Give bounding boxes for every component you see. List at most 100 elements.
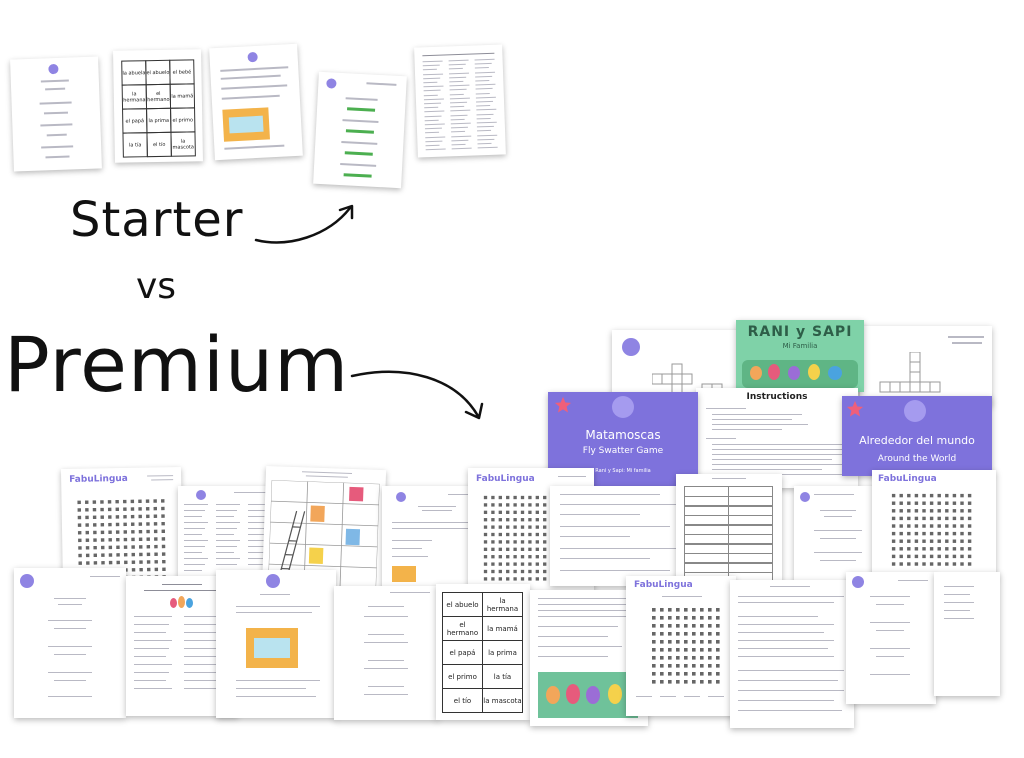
wordsearch-grid <box>891 493 972 566</box>
text-line <box>216 540 240 541</box>
text-line <box>248 564 269 565</box>
text-line <box>184 504 208 505</box>
text-line <box>216 546 237 547</box>
text-line <box>424 127 442 130</box>
text-line <box>449 72 470 74</box>
bingo-cell: la mamá <box>482 616 523 641</box>
text-line <box>475 75 493 78</box>
table-cell <box>728 505 773 516</box>
logo-icon <box>612 396 634 418</box>
text-line <box>134 688 172 689</box>
text-line <box>134 656 166 657</box>
cover-title: RANI y SAPI <box>747 324 853 340</box>
text-line <box>248 528 269 529</box>
starter-label: Starter <box>70 192 244 248</box>
crossword-grid <box>879 352 941 393</box>
text-line <box>184 664 222 665</box>
text-line <box>216 528 237 529</box>
text-line <box>134 640 172 641</box>
text-line <box>248 540 272 541</box>
logo-icon <box>196 490 206 500</box>
text-line <box>423 81 438 84</box>
logo-icon <box>904 400 926 422</box>
bingo-cell: el primo <box>170 107 196 133</box>
text-line <box>423 98 444 101</box>
text-line <box>248 504 272 505</box>
text-line <box>422 64 440 67</box>
text-line <box>425 140 443 143</box>
text-line <box>216 558 240 559</box>
bingo-cell: la mascota <box>482 688 523 713</box>
text-line <box>184 546 205 547</box>
text-line <box>424 102 442 105</box>
starter-sheet-5 <box>414 44 506 158</box>
text-line <box>184 564 205 565</box>
logo-icon <box>266 574 280 588</box>
cover-subtitle: Mi Familia <box>782 342 818 350</box>
text-line <box>248 522 272 523</box>
text-line <box>448 59 469 62</box>
text-line <box>474 58 495 61</box>
text-line <box>450 126 468 129</box>
text-line <box>423 94 438 96</box>
text-line <box>450 114 468 116</box>
text-line <box>184 640 222 641</box>
text-line <box>184 648 219 649</box>
text-line <box>475 92 490 95</box>
text-line <box>474 63 492 65</box>
starter-sheet-4 <box>313 71 407 189</box>
text-line <box>474 67 489 69</box>
text-line <box>422 69 437 71</box>
text-line <box>475 88 493 90</box>
text-line <box>474 71 496 74</box>
text-line <box>184 632 216 633</box>
text-line <box>216 534 234 535</box>
bingo-cell: la hermana <box>482 592 523 617</box>
bingo-cell: el tío <box>146 131 172 158</box>
text-line <box>184 656 216 657</box>
text-line <box>450 118 465 121</box>
text-line <box>248 558 272 559</box>
instructions-title: Instructions <box>746 392 808 402</box>
text-line <box>449 97 470 100</box>
text-line <box>184 616 222 617</box>
form-sheet <box>730 580 854 728</box>
text-line <box>216 516 234 517</box>
front-sheet-1 <box>14 568 126 718</box>
cover-subtitle: Around the World <box>877 454 957 464</box>
text-line <box>449 76 467 79</box>
text-line <box>134 632 166 633</box>
table-cell <box>728 495 773 507</box>
text-line <box>450 101 468 104</box>
bingo-cell: el hermano <box>145 83 172 110</box>
logo-icon <box>326 78 337 89</box>
front-sheet-right <box>846 572 936 704</box>
game-board <box>268 480 380 590</box>
logo-icon <box>800 492 810 502</box>
text-line <box>184 516 202 517</box>
text-line <box>216 522 240 523</box>
text-line <box>184 528 205 529</box>
cover-title: Alrededor del mundo <box>859 434 975 447</box>
matamoscas-cover: Matamoscas Fly Swatter Game Rani y Sapi:… <box>548 392 698 488</box>
table-cell <box>728 486 773 497</box>
text-line <box>423 77 441 80</box>
table-cell <box>728 552 773 564</box>
text-line <box>450 122 471 125</box>
bingo-cell: el abuelo <box>145 59 171 86</box>
text-line <box>451 131 466 133</box>
illustration <box>246 628 298 668</box>
star-icon <box>846 400 864 417</box>
text-line <box>216 564 237 565</box>
text-line <box>425 136 446 138</box>
text-line <box>184 540 208 541</box>
text-line <box>477 142 492 145</box>
text-line <box>476 105 491 107</box>
curved-arrow-icon <box>350 370 484 420</box>
table-cell <box>728 533 773 545</box>
text-line <box>184 672 219 673</box>
text-line <box>476 109 497 111</box>
bingo-cell: el hermano <box>442 616 483 641</box>
